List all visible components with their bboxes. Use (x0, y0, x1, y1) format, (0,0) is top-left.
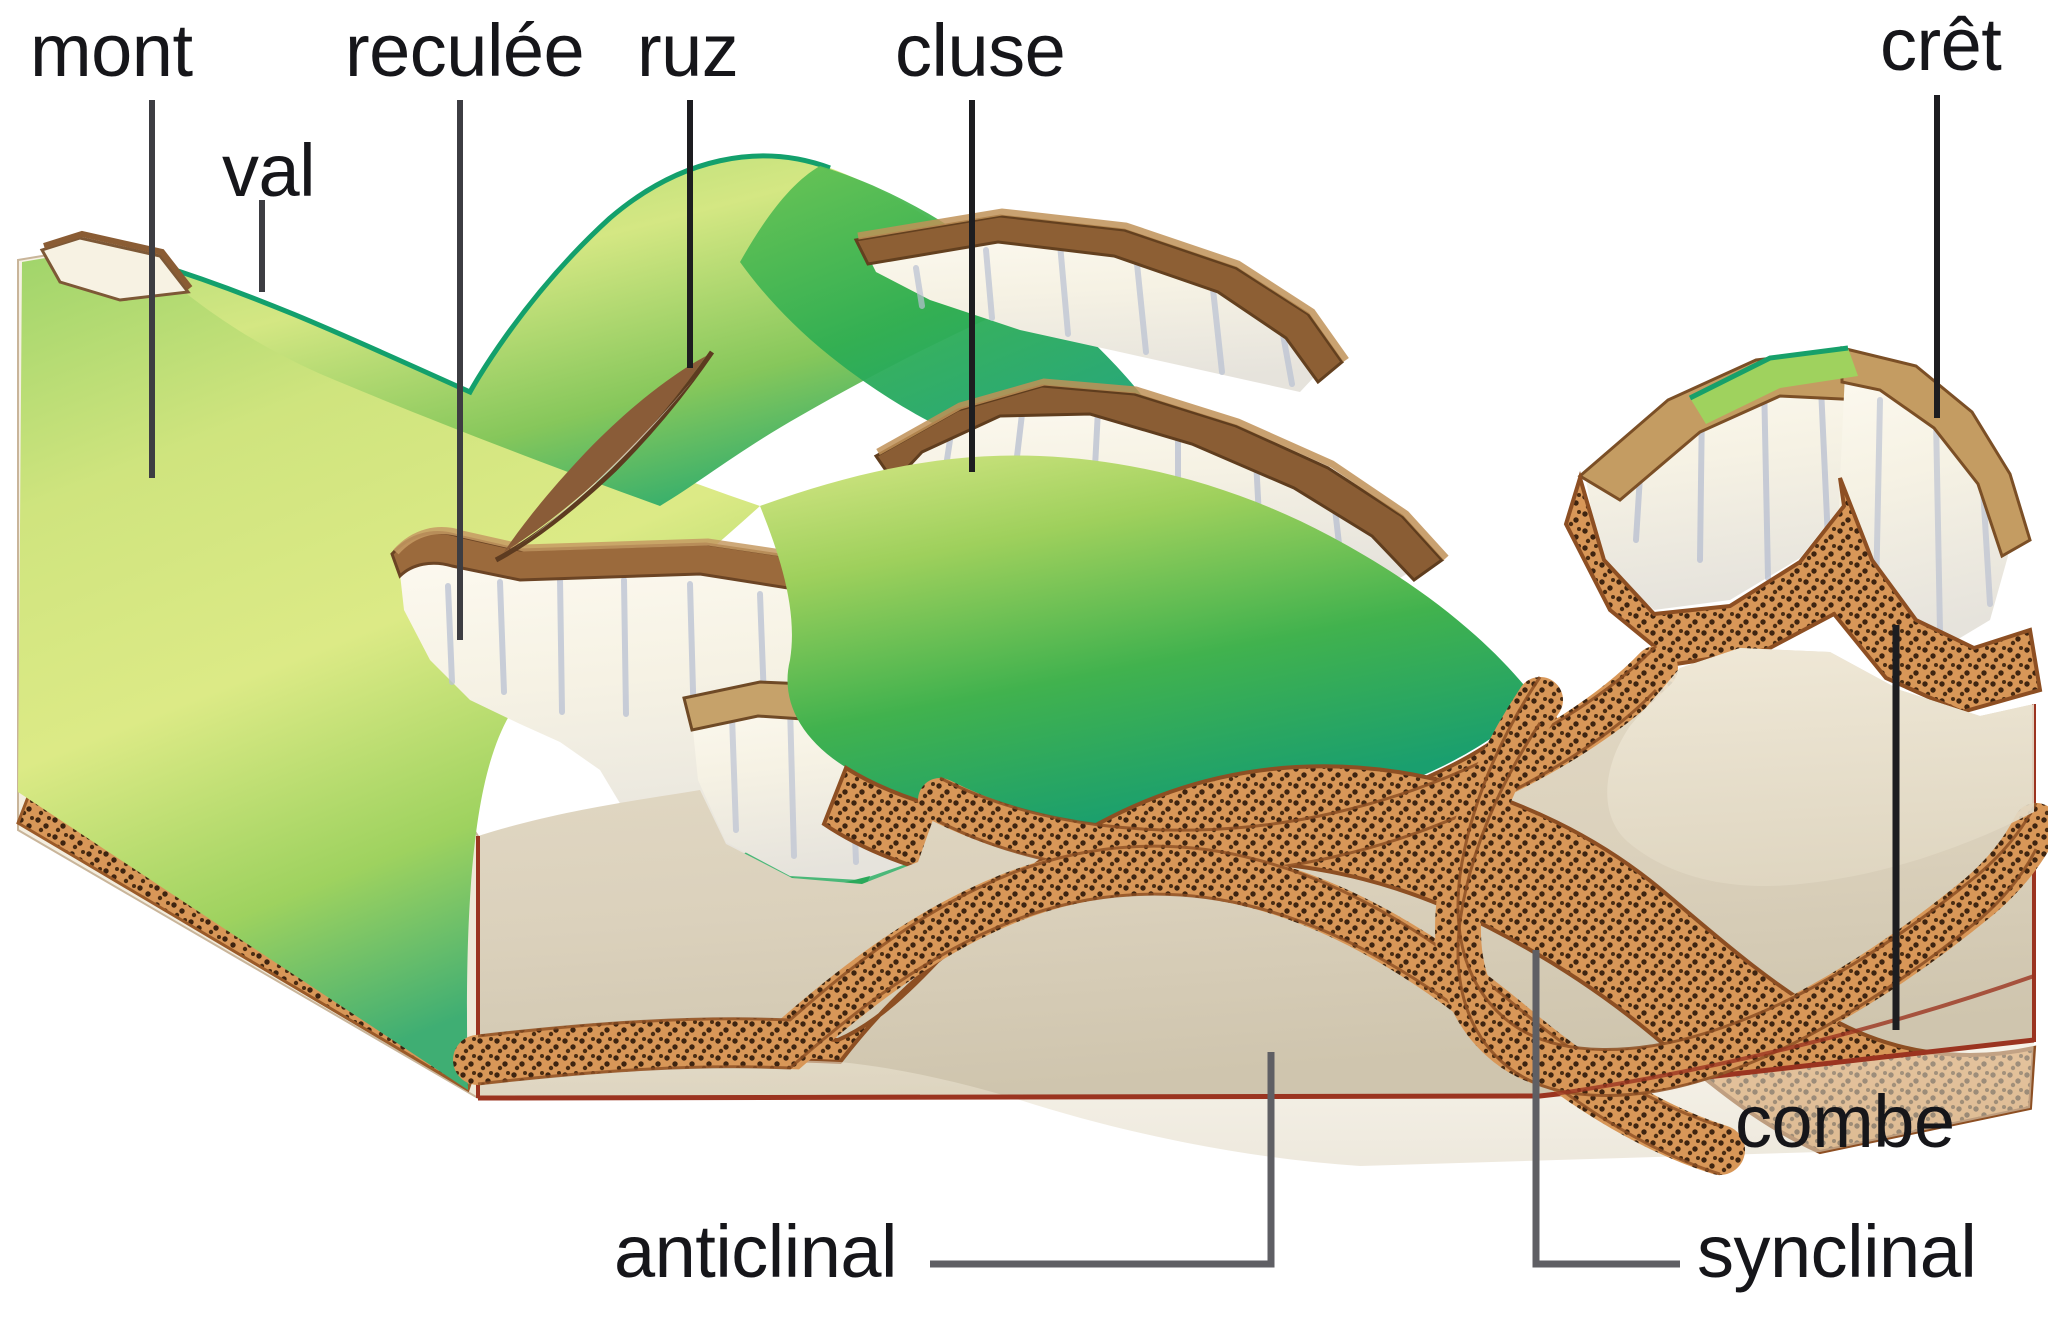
label-combe: combe (1735, 1080, 1955, 1163)
central-green-fold (760, 455, 1536, 833)
label-anticlinal: anticlinal (614, 1210, 897, 1293)
bedding-line (477, 974, 2035, 1100)
label-cluse: cluse (895, 9, 1066, 92)
marl-band-right-rim (1563, 471, 2043, 715)
label-val: val (222, 129, 316, 212)
label-reculee: reculée (345, 9, 585, 92)
syncline-trough-band (1435, 676, 2048, 1097)
label-ruz: ruz (637, 9, 739, 92)
label-synclinal: synclinal (1697, 1210, 1977, 1293)
leader-line-anticlinal (930, 1052, 1275, 1268)
upper-right-cliff-band (853, 208, 1349, 392)
label-cret: crêt (1880, 3, 2002, 86)
right-flank-wedge (1607, 648, 2034, 887)
label-mont: mont (30, 9, 193, 92)
leader-line-synclinal (1532, 950, 1680, 1268)
ruz-notch (494, 350, 715, 563)
leader-lines (149, 95, 1940, 1268)
